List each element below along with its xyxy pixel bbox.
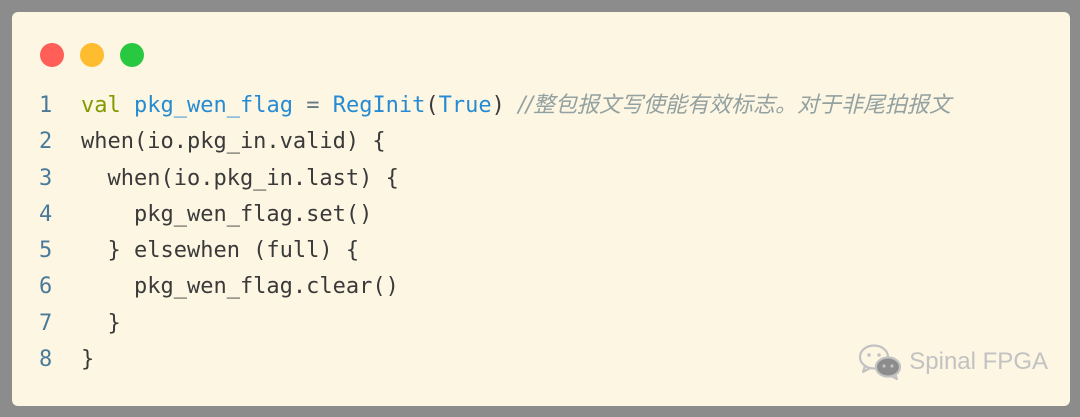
- line-source: when(io.pkg_in.last) {: [81, 161, 399, 197]
- wechat-icon: [859, 344, 902, 381]
- line-source: pkg_wen_flag.clear(): [81, 269, 399, 305]
- line-source: pkg_wen_flag.set(): [81, 197, 372, 233]
- zoom-button[interactable]: [120, 43, 144, 67]
- code-token-plain: [293, 93, 306, 118]
- code-token-op: =: [306, 93, 320, 118]
- line-source: } elsewhen (full) {: [81, 233, 359, 269]
- code-token-plain: [319, 93, 332, 118]
- code-line: 4 pkg_wen_flag.set(): [12, 197, 1070, 233]
- code-token-plain: ): [491, 93, 519, 118]
- code-token-plain: when(io.pkg_in.last) {: [81, 165, 399, 191]
- code-token-plain: (: [425, 93, 439, 118]
- line-source: val pkg_wen_flag = RegInit(True) //整包报文写…: [81, 88, 951, 124]
- line-number: 8: [39, 347, 53, 373]
- code-token-kw: val: [81, 93, 121, 118]
- code-token-plain: } elsewhen (full) {: [81, 238, 360, 264]
- code-token-plain: }: [81, 347, 95, 373]
- code-token-fn: RegInit: [332, 93, 426, 118]
- code-line: 6 pkg_wen_flag.clear(): [12, 269, 1070, 305]
- line-source: }: [81, 306, 121, 342]
- window-controls: [40, 43, 144, 67]
- line-number: 7: [39, 310, 53, 336]
- code-token-comment: //整包报文写使能有效标志。对于非尾拍报文: [518, 93, 951, 118]
- code-token-plain: }: [81, 310, 121, 336]
- code-token-plain: [121, 93, 134, 118]
- code-token-plain: pkg_wen_flag.clear(): [81, 274, 399, 300]
- code-line: 3 when(io.pkg_in.last) {: [12, 161, 1070, 197]
- code-block: 1 val pkg_wen_flag = RegInit(True) //整包报文…: [12, 88, 1070, 378]
- code-token-fn: True: [438, 93, 492, 118]
- line-number: 6: [39, 274, 53, 300]
- watermark-text: Spinal FPGA: [909, 348, 1048, 375]
- minimize-button[interactable]: [80, 43, 104, 67]
- code-line: 7 }: [12, 306, 1070, 342]
- code-token-plain: pkg_wen_flag.set(): [81, 201, 373, 227]
- line-number: 2: [39, 129, 53, 155]
- line-number: 5: [39, 238, 53, 264]
- line-number: 1: [39, 93, 53, 118]
- line-source: }: [81, 342, 94, 378]
- code-line: 1 val pkg_wen_flag = RegInit(True) //整包报文…: [12, 88, 1070, 124]
- code-line: 5 } elsewhen (full) {: [12, 233, 1070, 269]
- close-button[interactable]: [40, 43, 64, 67]
- line-number: 4: [39, 201, 53, 227]
- line-number: 3: [39, 165, 53, 191]
- code-line: 8}: [12, 342, 1070, 378]
- line-source: when(io.pkg_in.valid) {: [81, 124, 386, 160]
- watermark: Spinal FPGA: [857, 342, 1048, 382]
- code-line: 2 when(io.pkg_in.valid) {: [12, 124, 1070, 160]
- code-window: 1 val pkg_wen_flag = RegInit(True) //整包报文…: [12, 12, 1070, 406]
- code-token-var: pkg_wen_flag: [134, 93, 293, 118]
- code-token-plain: when(io.pkg_in.valid) {: [81, 129, 386, 155]
